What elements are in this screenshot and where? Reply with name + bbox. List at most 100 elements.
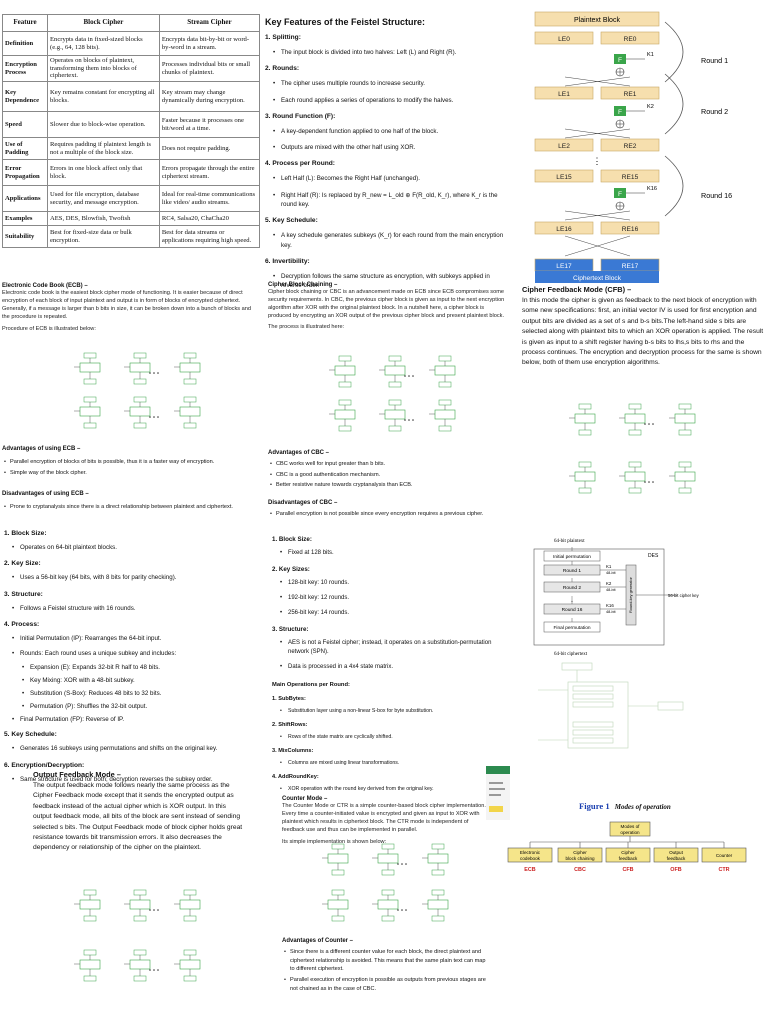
ecb-title: Electronic Code Book (ECB) –: [2, 283, 88, 289]
list-bullet: Decryption follows the same structure as…: [265, 272, 505, 291]
ellipsis-dot: [408, 419, 410, 421]
mode-name: Cipher: [573, 850, 587, 855]
right-half-box: [600, 86, 660, 100]
list-bullet: Parallel encryption of blocks of bits is…: [2, 458, 260, 467]
cfb-diagram: [569, 403, 696, 494]
des-section: 1. Block Size:Operates on 64-bit plainte…: [4, 524, 266, 784]
table-cell: Used for file encryption, database secur…: [47, 185, 160, 212]
mode-input-box: [331, 889, 345, 896]
list-subbullet: Key Mixing: XOR with a 48-bit subkey.: [4, 677, 266, 684]
row-header: Error Propagation: [2, 159, 48, 186]
continuation-dots: ⋮: [593, 156, 602, 166]
modes-figure-number: Figure 1: [579, 801, 610, 811]
right-half-label: RE15: [622, 174, 639, 181]
mode-output-box: [438, 425, 452, 432]
ellipsis-dot: [652, 423, 654, 425]
right-half-label: RE2: [624, 143, 637, 150]
cfb-title: Cipher Feedback Mode (CFB) –: [522, 285, 632, 294]
ellipsis-dot: [157, 372, 159, 374]
left-half-label: LE0: [558, 36, 570, 43]
list-bullet: Since there is a different counter value…: [282, 948, 488, 974]
list-bullet: Data is processed in a 4x4 state matrix.: [272, 663, 506, 672]
mode-input-box: [438, 355, 452, 362]
left-half-label: LE2: [558, 143, 570, 150]
left-half-box: [534, 138, 594, 152]
round-function-box: [614, 54, 626, 64]
list-subbullet: Expansion (E): Expands 32-bit R half to …: [4, 664, 266, 671]
mode-output-box: [83, 975, 97, 982]
mode-input-box: [381, 843, 395, 850]
mode-output-box: [331, 869, 345, 876]
mode-input-box: [578, 403, 592, 410]
cbc-adv-title: Advantages of CBC –: [268, 450, 330, 456]
round-function-box: [614, 188, 626, 198]
aes-section: 1. Block Size:Fixed at 128 bits.2. Key S…: [272, 530, 506, 792]
ellipsis-dot: [157, 909, 159, 911]
mode-output-box: [83, 422, 97, 429]
mode-input-box: [133, 352, 147, 359]
modes-root-label-2: operation: [620, 830, 640, 835]
mode-output-box: [381, 869, 395, 876]
mode-output-box: [183, 422, 197, 429]
ellipsis-dot: [149, 416, 151, 418]
mode-input-box: [83, 396, 97, 403]
mode-box: [605, 847, 651, 863]
ctr-adv-list: Since there is a different counter value…: [282, 948, 488, 993]
mode-cipher-box: [327, 899, 349, 910]
mode-input-box: [628, 461, 642, 468]
ecb-adv-list: Parallel encryption of blocks of bits is…: [2, 458, 260, 477]
ellipsis-dot: [157, 416, 159, 418]
list-bullet: 256-bit key: 14 rounds.: [272, 609, 506, 618]
list-heading: 6. Encryption/Decryption:: [4, 761, 85, 769]
ecb-dis-title: Disadvantages of using ECB –: [2, 491, 89, 498]
des-cipher-key-label: 56-bit cipher key: [668, 593, 700, 598]
mode-output-box: [133, 378, 147, 385]
mode-output-box: [578, 429, 592, 436]
mode-name-2: feedback: [667, 856, 686, 861]
table-cell: RC4, Salsa20, ChaCha20: [158, 211, 261, 226]
list-heading: 2. Key Sizes:: [272, 566, 310, 573]
mode-abbr: OFB: [670, 867, 681, 873]
list-bullet: 128-bit key: 10 rounds.: [272, 579, 506, 588]
plaintext-block: [534, 11, 660, 27]
mode-input-box: [678, 461, 692, 468]
mode-cipher-box: [79, 959, 101, 970]
round-label: Round 2: [701, 107, 728, 116]
cfb-section: Cipher Feedback Mode (CFB) – In this mod…: [522, 285, 766, 369]
ofb-section: Output Feedback Mode – The output feedba…: [33, 770, 243, 854]
mode-input-box: [381, 889, 395, 896]
mode-output-box: [678, 487, 692, 494]
ctr-procedure: Its simple implementation is shown below…: [282, 839, 387, 846]
table-cell: Ideal for real-time communications like …: [158, 185, 261, 212]
list-bullet: Simple way of the block cipher.: [2, 469, 260, 478]
mode-input-box: [578, 461, 592, 468]
modes-root-label: Modes of: [621, 824, 641, 829]
list-bullet: Columns are mixed using linear transform…: [272, 760, 506, 766]
mode-input-box: [628, 403, 642, 410]
ellipsis-dot: [153, 969, 155, 971]
mode-output-box: [183, 915, 197, 922]
ecb-text: Electronic code book is the easiest bloc…: [2, 290, 251, 321]
list-subbullet: Permutation (P): Shuffles the 32-bit out…: [4, 703, 266, 710]
mode-abbr: CFB: [622, 867, 633, 873]
mode-output-box: [183, 378, 197, 385]
mode-output-box: [338, 381, 352, 388]
right-half-label: RE1: [624, 91, 637, 98]
list-bullet: Substitution layer using a non-linear S-…: [272, 708, 506, 714]
mode-output-box: [388, 425, 402, 432]
ecb-adv-title: Advantages of using ECB –: [2, 446, 81, 452]
mode-output-box: [628, 429, 642, 436]
mode-input-box: [83, 352, 97, 359]
des-block-label: Round 16: [562, 607, 583, 613]
aes-ops-list: 1. SubBytes:Substitution layer using a n…: [272, 696, 506, 792]
mode-cipher-box: [79, 362, 101, 373]
list-bullet: 192-bit key: 12 rounds.: [272, 594, 506, 603]
list-bullet: XOR operation with the round key derived…: [272, 786, 506, 792]
list-heading: 3. Structure:: [4, 590, 43, 598]
left-half-box: [534, 169, 594, 183]
plaintext-label: Plaintext Block: [574, 17, 620, 24]
ellipsis-dot: [648, 481, 650, 483]
mode-output-box: [83, 378, 97, 385]
